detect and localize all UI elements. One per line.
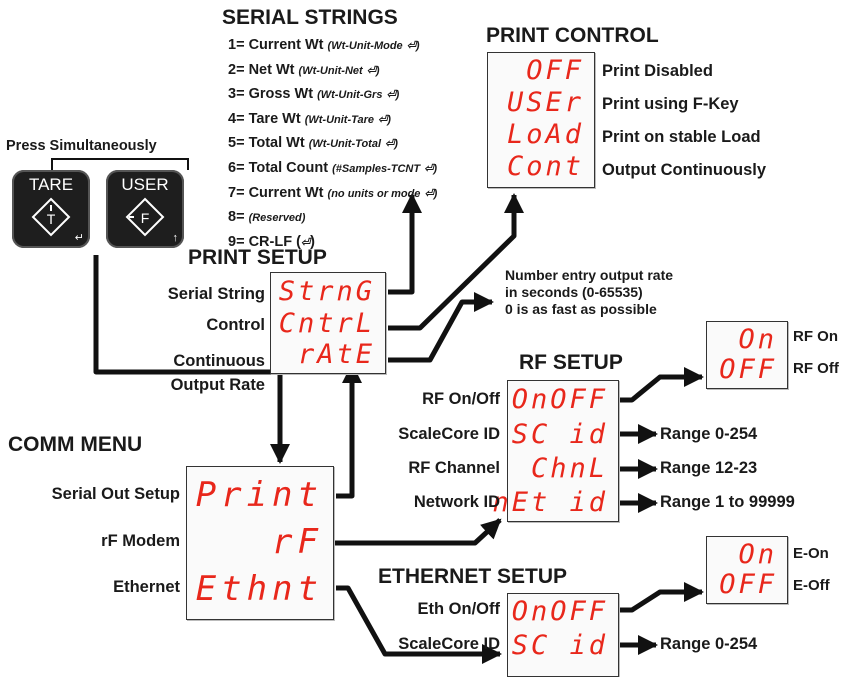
wire-control-to-printcontrol [388, 193, 524, 331]
return-icon: ⏎) [424, 187, 438, 200]
print-setup-display: StrnG CntrL rAtE [270, 272, 386, 374]
print-control-desc: Output Continuously [602, 161, 767, 179]
rf-option-label: RF Off [793, 360, 839, 377]
segment-readout: Cont [506, 151, 584, 182]
wire-ethonoff-to-options [610, 582, 704, 613]
serial-string-item: 3= Gross Wt (Wt-Unit-Grs ⏎) [228, 86, 400, 103]
segment-readout: OFF [719, 354, 777, 385]
print-control-desc: Print Disabled [602, 62, 713, 80]
segment-readout: OFF [719, 569, 777, 600]
serial-string-item: 7= Current Wt (no units or mode ⏎) [228, 184, 438, 201]
user-key-letter: F [141, 210, 150, 226]
serial-string-item: 9= CR-LF (⏎) [228, 233, 315, 250]
rf-setup-label: RF Channel [408, 459, 500, 477]
print-control-desc: Print using F-Key [602, 95, 739, 113]
eth-setup-label: Eth On/Off [417, 600, 500, 618]
segment-readout: CntrL [278, 308, 375, 339]
segment-readout: OnOFF [511, 596, 608, 627]
segment-readout: StrnG [278, 276, 375, 307]
comm-menu-label: Serial Out Setup [51, 485, 180, 503]
rf-setup-label: Network ID [413, 493, 500, 511]
rf-options-display: On OFF [706, 321, 788, 389]
rf-range-label: Range 12-23 [660, 459, 758, 477]
serial-string-item: 8= (Reserved) [228, 209, 306, 226]
return-icon: ⏎) [386, 89, 400, 102]
wire-strng-to-strings [388, 193, 422, 295]
rf-option-label: RF On [793, 328, 838, 345]
ethernet-setup-title: ETHERNET SETUP [378, 565, 568, 588]
rf-setup-display: OnOFF SC id ChnL nEt id [492, 380, 619, 522]
return-icon: ⏎) [378, 113, 391, 126]
wire-rate-to-note [388, 292, 494, 363]
segment-readout: rF [272, 522, 323, 562]
serial-strings-title: SERIAL STRINGS [222, 6, 398, 29]
tare-key-letter: T [47, 211, 56, 227]
segment-readout: OnOFF [511, 384, 608, 415]
rf-setup-label: ScaleCore ID [398, 425, 500, 443]
segment-readout: On [738, 539, 777, 570]
segment-readout: SC id [511, 419, 608, 450]
eth-options-display: On OFF [706, 536, 788, 604]
segment-readout: On [738, 324, 777, 355]
wire-rfonoff-to-options [610, 367, 704, 403]
segment-readout: rAtE [297, 339, 375, 370]
comm-menu-label: Ethernet [113, 578, 180, 596]
return-icon: ⏎) [385, 138, 398, 151]
print-control-desc: Print on stable Load [602, 128, 761, 146]
user-key[interactable]: USER F ↑ [106, 170, 184, 248]
eth-option-label: E-Off [793, 577, 830, 594]
print-setup-label: Continuous Output Rate [170, 352, 265, 394]
tare-key-diamond-icon: T [31, 197, 71, 237]
tare-key-label: TARE [28, 175, 74, 194]
serial-string-item: 4= Tare Wt (Wt-Unit-Tare ⏎) [228, 110, 391, 127]
rf-setup-title: RF SETUP [519, 351, 623, 374]
user-key-label: USER [121, 175, 169, 194]
eth-range-label: Range 0-254 [660, 635, 758, 653]
print-setup-title: PRINT SETUP [188, 246, 327, 269]
enter-icon: ↵ [74, 232, 84, 244]
keys-bracket [51, 158, 189, 170]
wire-rf-to-rfsetup [328, 518, 502, 546]
return-icon: ⏎) [424, 162, 438, 175]
segment-readout: ChnL [530, 453, 608, 484]
segment-readout: LoAd [506, 119, 584, 150]
eth-option-label: E-On [793, 545, 829, 562]
wire-ethnt-to-ethsetup [336, 585, 502, 664]
comm-menu-title: COMM MENU [8, 433, 143, 456]
rate-note: Number entry output rate in seconds (0-6… [505, 267, 674, 317]
segment-readout: OFF [526, 55, 584, 86]
comm-menu-label: rF Modem [101, 532, 180, 550]
eth-setup-label: ScaleCore ID [398, 635, 500, 653]
wire-print-to-setup [336, 363, 362, 499]
segment-readout: SC id [511, 630, 608, 661]
serial-string-item: 6= Total Count (#Samples-TCNT ⏎) [228, 159, 438, 176]
up-arrow-icon: ↑ [172, 232, 179, 244]
print-control-title: PRINT CONTROL [486, 24, 659, 47]
print-setup-label: Serial String [167, 285, 265, 303]
return-icon: ⏎ [300, 236, 311, 249]
print-control-display: OFF USEr LoAd Cont [487, 52, 595, 188]
ethernet-setup-display: OnOFF SC id [507, 593, 619, 677]
user-key-diamond-icon: F [125, 197, 165, 237]
comm-menu-display: Print rF Ethnt [186, 466, 334, 620]
segment-readout: USEr [506, 87, 584, 118]
tare-key[interactable]: TARE T ↵ [12, 170, 90, 248]
rf-range-label: Range 0-254 [660, 425, 758, 443]
segment-readout: Ethnt [195, 569, 323, 609]
return-icon: ⏎) [406, 40, 420, 52]
serial-string-item: 2= Net Wt (Wt-Unit-Net ⏎) [228, 61, 380, 78]
return-icon: ⏎) [366, 64, 380, 77]
serial-string-item: 1= Current Wt (Wt-Unit-Mode ⏎) [228, 37, 420, 53]
rf-range-label: Range 1 to 99999 [660, 493, 795, 511]
print-setup-label: Control [206, 316, 265, 334]
wire-keys-to-print [93, 255, 290, 464]
segment-readout: Print [195, 475, 323, 515]
keys-caption: Press Simultaneously [6, 138, 157, 154]
serial-string-item: 5= Total Wt (Wt-Unit-Total ⏎) [228, 135, 398, 152]
serial-strings-list: 1= Current Wt (Wt-Unit-Mode ⏎) 2= Net Wt… [228, 34, 437, 255]
rf-setup-label: RF On/Off [422, 390, 500, 408]
segment-readout: nEt id [492, 487, 608, 518]
